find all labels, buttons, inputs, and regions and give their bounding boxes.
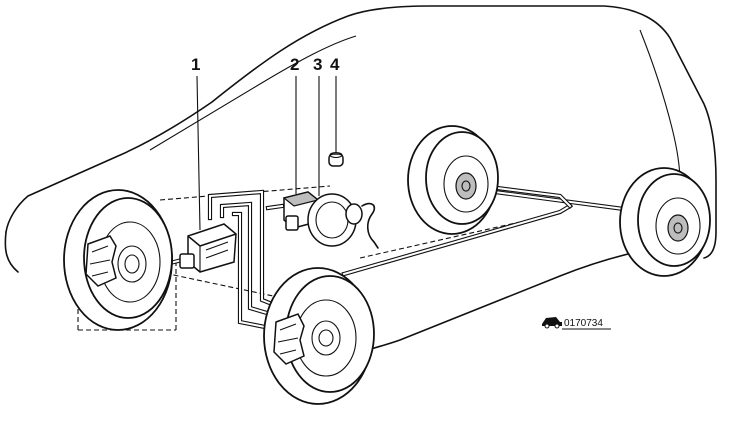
rear-brake-lines xyxy=(341,183,665,277)
callout-2-label: 2 xyxy=(290,55,299,74)
reference-code-badge: 0170734 xyxy=(542,317,611,330)
callout-leaders xyxy=(196,75,337,231)
front-right-wheel xyxy=(263,267,375,405)
front-left-wheel xyxy=(63,189,173,331)
reference-code: 0170734 xyxy=(564,318,603,329)
callout-1-label: 1 xyxy=(191,55,200,74)
abs-hydraulic-modulator xyxy=(179,223,237,273)
rear-right-wheel xyxy=(619,167,711,277)
callout-4-label: 4 xyxy=(330,55,340,74)
brake-light-switch xyxy=(328,151,344,167)
rear-left-wheel xyxy=(407,125,499,235)
brake-booster xyxy=(307,193,379,249)
callout-3-label: 3 xyxy=(313,55,322,74)
